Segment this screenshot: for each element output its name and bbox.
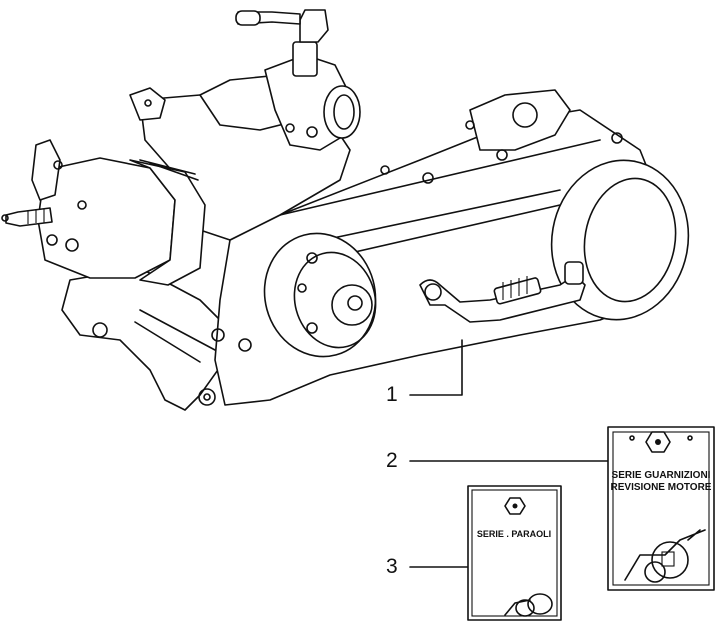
leader-line-1 xyxy=(409,339,463,396)
callout-number-2: 2 xyxy=(386,449,398,472)
gasket-kit-label-line1: SERIE GUARNIZIONI xyxy=(612,470,711,481)
oil-seal-kit-package: SERIE . PARAOLI xyxy=(467,485,562,621)
engine-illustration xyxy=(1,9,690,411)
callout-number-3: 3 xyxy=(386,555,398,578)
gasket-kit-package: SERIE GUARNIZIONI REVISIONE MOTORE xyxy=(607,426,715,591)
oil-seal-kit-label: SERIE . PARAOLI xyxy=(477,529,551,539)
gasket-kit-label-line2: REVISIONE MOTORE xyxy=(611,482,712,493)
callout-number-1: 1 xyxy=(386,383,398,406)
